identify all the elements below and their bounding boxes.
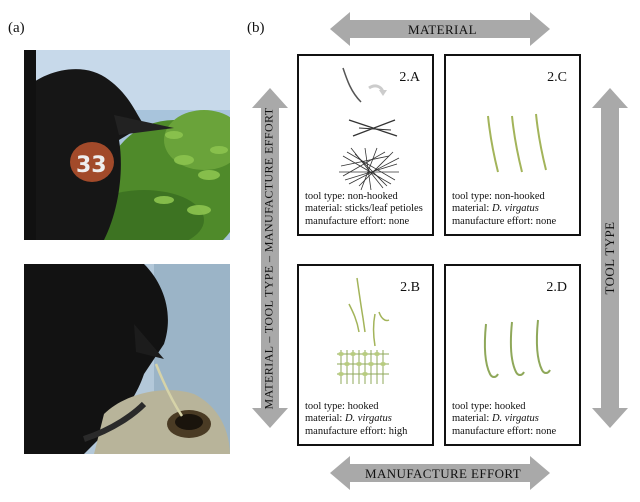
panel-2b-description: tool type: hooked material: D. virgatus …	[305, 400, 408, 437]
panel-2b: 2.B tool type: hooked material: D. virga…	[297, 264, 434, 446]
panel-2d: 2.D tool type: hooked material: D. virga…	[444, 264, 581, 446]
panel-2d-material: D. virgatus	[491, 413, 539, 424]
tool-type-arrow	[592, 88, 628, 428]
panel-2a-effort: manufacture effort: none	[305, 215, 410, 227]
photo-crow-probing	[24, 264, 230, 454]
hooked-tool-manufacture-illustration	[337, 277, 390, 384]
panel-label-a: (a)	[8, 20, 25, 36]
panel-2a-description: tool type: non-hooked material: sticks/l…	[305, 190, 423, 227]
panel-2b-id: 2.B	[400, 280, 420, 295]
panel-2a: 2.A tool type: non-hooked material: stic…	[297, 54, 434, 236]
tool-type-arrow-label: TOOL TYPE	[602, 221, 617, 295]
panel-2c-id: 2.C	[547, 70, 567, 85]
panel-2c-description: tool type: non-hooked material: D. virga…	[452, 190, 557, 227]
panel-label-b: (b)	[247, 20, 265, 36]
panel-2a-tool-type: tool type: non-hooked	[305, 190, 398, 202]
material-arrow-label: MATERIAL	[408, 22, 477, 37]
combined-arrow-label: MATERIAL – TOOL TYPE – MANUFACTURE EFFOR…	[261, 107, 276, 410]
hooked-stems-illustration	[483, 319, 551, 378]
panel-2a-material: sticks/leaf petioles	[344, 203, 423, 214]
panel-2c-effort: manufacture effort: none	[452, 215, 557, 227]
panel-2d-id: 2.D	[546, 280, 567, 295]
sticks-illustration	[339, 67, 400, 191]
panel-2d-effort: manufacture effort: none	[452, 425, 557, 437]
straight-stems-illustration	[487, 113, 547, 173]
material-arrow	[330, 12, 550, 46]
panel-2d-tool-type: tool type: hooked	[452, 400, 526, 412]
panel-2b-tool-type: tool type: hooked	[305, 400, 379, 412]
combined-arrow	[252, 88, 288, 428]
panel-2d-description: tool type: hooked material: D. virgatus …	[452, 400, 557, 437]
panel-2c-tool-type: tool type: non-hooked	[452, 190, 545, 202]
manufacture-effort-arrow-label: MANUFACTURE EFFORT	[365, 466, 522, 481]
photo-crow-with-band: 33	[24, 50, 230, 240]
panel-2c: 2.C tool type: non-hooked material: D. v…	[444, 54, 581, 236]
panel-2a-id: 2.A	[399, 70, 420, 85]
panel-2c-material: D. virgatus	[491, 203, 539, 214]
panel-2b-material: D. virgatus	[344, 413, 392, 424]
band-number: 33	[76, 153, 107, 178]
manufacture-effort-arrow	[330, 456, 550, 490]
panel-2b-effort: manufacture effort: high	[305, 425, 408, 437]
